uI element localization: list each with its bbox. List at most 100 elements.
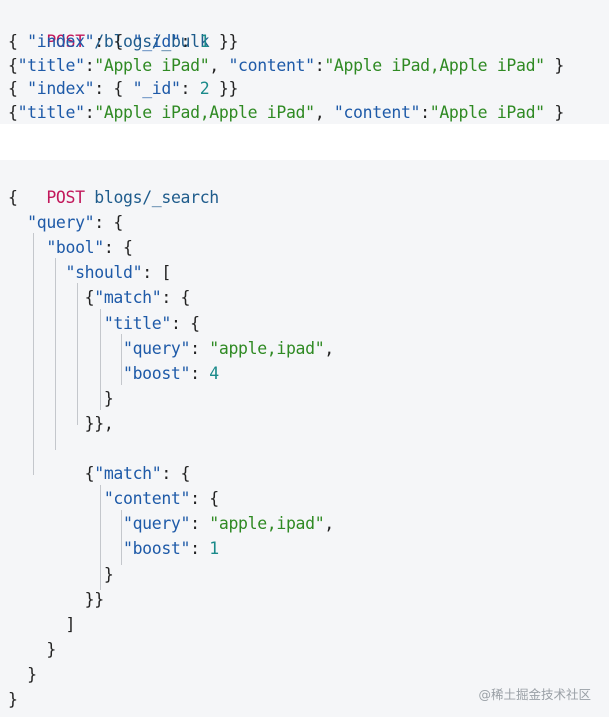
code-token: }} bbox=[209, 32, 239, 51]
code-token: } bbox=[8, 388, 114, 408]
code-token: { bbox=[8, 188, 18, 207]
search-request-editor[interactable]: POST blogs/_search { "query": { "bool": … bbox=[0, 160, 609, 717]
request-path: /blogs/_bulk bbox=[84, 32, 210, 51]
code-token: 4 bbox=[209, 363, 219, 383]
code-line: {"title":"Apple iPad,Apple iPad", "conte… bbox=[8, 100, 564, 125]
code-line: "boost": 4 bbox=[8, 361, 219, 386]
code-token: 1 bbox=[199, 32, 210, 51]
code-token: "query" bbox=[123, 514, 191, 534]
code-token: , bbox=[324, 514, 334, 534]
code-line: }} bbox=[8, 587, 105, 612]
code-line: "query": "apple,ipad", bbox=[8, 511, 334, 536]
code-token: : { bbox=[161, 464, 191, 484]
code-line: {"match": { bbox=[8, 461, 191, 486]
code-token: : { bbox=[103, 238, 133, 258]
code-token: "index" bbox=[27, 32, 95, 51]
code-token: } bbox=[8, 690, 18, 709]
indent-guide bbox=[100, 309, 101, 410]
code-token: "match" bbox=[94, 288, 162, 308]
http-method: POST bbox=[46, 32, 85, 51]
code-token: } bbox=[8, 664, 37, 684]
code-line: } bbox=[8, 637, 56, 662]
code-token: } bbox=[544, 55, 564, 75]
code-token: , bbox=[324, 338, 334, 358]
code-token bbox=[8, 364, 123, 383]
code-line: {"match": { bbox=[8, 285, 191, 310]
code-token: "match" bbox=[94, 464, 162, 484]
code-token: "query" bbox=[27, 213, 95, 233]
code-token: "index" bbox=[27, 79, 95, 98]
code-token: "boost" bbox=[123, 539, 191, 559]
code-line: "boost": 1 bbox=[8, 536, 219, 561]
code-line: } bbox=[8, 562, 114, 587]
code-token: : { bbox=[190, 489, 219, 509]
code-token: { bbox=[8, 464, 95, 484]
code-line: } bbox=[8, 687, 18, 712]
code-token bbox=[8, 539, 123, 558]
watermark: @稀土掘金技术社区 bbox=[478, 687, 591, 702]
code-token: : bbox=[84, 102, 95, 122]
code-token: "content" bbox=[228, 55, 315, 75]
indent-guide bbox=[121, 510, 122, 565]
code-token: "content" bbox=[333, 102, 421, 122]
code-token: } bbox=[8, 564, 114, 584]
code-token bbox=[8, 263, 66, 282]
code-token: "title" bbox=[17, 55, 85, 75]
code-token: : { bbox=[170, 313, 200, 333]
code-token: "_id" bbox=[132, 79, 181, 98]
request-line: POST /blogs/_bulk bbox=[8, 4, 209, 51]
code-line: "content": { bbox=[8, 486, 219, 511]
code-line: } bbox=[8, 386, 114, 411]
code-line: { "index": { "_id": 2 }} bbox=[8, 76, 238, 101]
code-token: "apple,ipad" bbox=[209, 338, 325, 358]
code-token: : bbox=[180, 32, 200, 51]
code-token: : [ bbox=[142, 263, 171, 283]
code-token: "query" bbox=[123, 338, 191, 358]
code-token: "title" bbox=[103, 313, 171, 333]
code-token: { bbox=[8, 288, 95, 308]
code-token: : { bbox=[94, 32, 133, 51]
code-token: "bool" bbox=[46, 238, 104, 258]
code-line: } bbox=[8, 662, 37, 687]
code-token: 2 bbox=[199, 79, 210, 98]
code-line: }}, bbox=[8, 411, 114, 436]
code-line: { "index": { "_id": 1 }} bbox=[8, 29, 238, 54]
code-token: : bbox=[314, 55, 325, 75]
request-line: POST blogs/_search bbox=[8, 160, 219, 207]
code-token bbox=[8, 213, 27, 232]
code-token: { bbox=[8, 102, 18, 122]
code-token: "title" bbox=[17, 102, 85, 122]
code-token bbox=[8, 314, 104, 333]
indent-guide bbox=[100, 485, 101, 590]
code-line: "query": "apple,ipad", bbox=[8, 336, 334, 361]
code-token bbox=[8, 489, 104, 508]
code-line: "query": { bbox=[8, 210, 123, 235]
code-token bbox=[8, 238, 46, 257]
code-token bbox=[8, 339, 123, 358]
code-token: } bbox=[544, 102, 564, 122]
code-token: "_id" bbox=[132, 32, 181, 51]
http-method: POST bbox=[46, 188, 85, 207]
code-token: : bbox=[180, 79, 200, 98]
code-token: : { bbox=[161, 288, 191, 308]
code-line: ] bbox=[8, 612, 76, 637]
indent-guide bbox=[77, 283, 78, 425]
code-token: } bbox=[8, 639, 56, 659]
request-path: blogs/_search bbox=[84, 188, 219, 207]
code-token: , bbox=[209, 55, 229, 75]
code-token: : bbox=[420, 102, 430, 122]
code-token: "Apple iPad" bbox=[429, 102, 545, 122]
bulk-request-editor[interactable]: POST /blogs/_bulk { "index": { "_id": 1 … bbox=[0, 0, 609, 124]
code-token: "Apple iPad" bbox=[94, 55, 210, 75]
code-token: ] bbox=[8, 614, 76, 634]
code-line: { bbox=[8, 185, 18, 210]
indent-guide bbox=[55, 258, 56, 450]
code-token: { bbox=[8, 55, 18, 75]
code-token: : bbox=[190, 338, 210, 358]
indent-guide bbox=[33, 233, 34, 475]
code-token: { bbox=[8, 79, 28, 98]
code-line: "should": [ bbox=[8, 260, 172, 285]
code-token: : bbox=[190, 539, 210, 559]
code-line: {"title":"Apple iPad", "content":"Apple … bbox=[8, 53, 564, 78]
code-token: "Apple iPad,Apple iPad" bbox=[94, 102, 315, 122]
